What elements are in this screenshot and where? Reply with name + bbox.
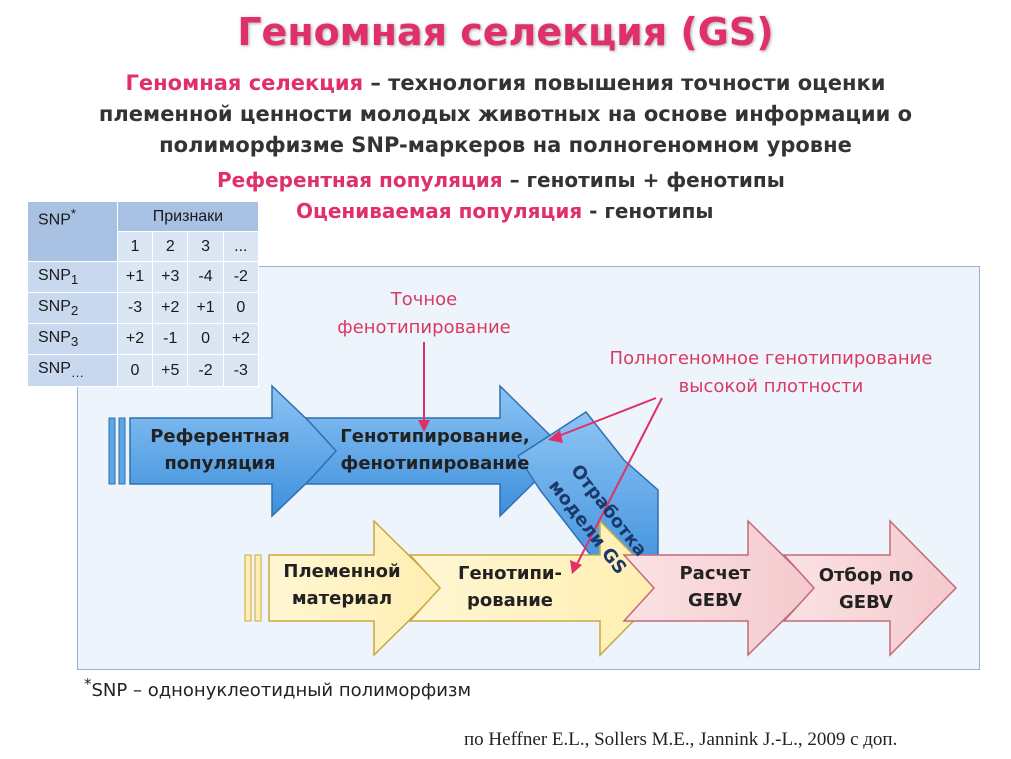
label-line: Генотипирование, [340, 426, 530, 447]
arrow-genotyping [408, 519, 668, 657]
snp-effects-table: SNP* Признаки 1 2 3 ... SNP1 +1 +3 -4 -2… [27, 201, 260, 387]
label-line: популяция [164, 453, 276, 474]
footnote-sup: * [84, 675, 92, 693]
arrow-gebv-calculation [622, 519, 818, 657]
source-citation: по Heffner E.L., Sollers M.E., Jannink J… [464, 729, 898, 750]
definition-term: Геномная селекция [125, 71, 364, 95]
table-row: SNP1 +1 +3 -4 -2 [27, 261, 260, 293]
arrow-gebv-selection [782, 519, 958, 657]
annotation-precise-phenotyping: Точное фенотипирование [314, 286, 534, 342]
table-cell: -2 [222, 261, 260, 293]
label-line: Расчет [679, 563, 751, 584]
blue-stripe [118, 417, 126, 485]
reference-population-line: Референтная популяция – генотипы + фенот… [217, 168, 785, 192]
yellow-stripe [254, 554, 262, 622]
label-line: материал [291, 588, 393, 609]
pointer-genotyping-upper [555, 397, 657, 438]
annotation-line: фенотипирование [337, 317, 511, 338]
blue-stripe [108, 417, 116, 485]
label-genotyping: Генотипи- рование [430, 560, 590, 614]
snp-label: SNP [38, 360, 71, 378]
label-line: GEBV [688, 590, 742, 611]
table-cell: 0 [222, 292, 260, 324]
table-row: SNP3 +2 -1 0 +2 [27, 323, 260, 355]
definition-line1: – технология повышения точности оценки [363, 71, 886, 95]
snp-header-text: SNP [38, 211, 71, 229]
snp-header-sup: * [70, 206, 77, 221]
label-line: GEBV [839, 592, 893, 613]
snp-label: SNP [38, 266, 71, 284]
snp-name: SNP3 [27, 323, 118, 355]
trait-number-row: 1 2 3 ... [28, 231, 260, 262]
arrow-breeding-material [268, 519, 444, 657]
snp-name: SNP… [27, 354, 118, 387]
snp-label: SNP [38, 328, 71, 346]
snp-sub: 3 [70, 334, 79, 350]
label-line: рование [466, 590, 554, 611]
table-row: SNP… 0 +5 -2 -3 [27, 354, 260, 387]
traits-header: Признаки [116, 201, 260, 232]
label-line: Генотипи- [457, 563, 563, 584]
annotation-line: Точное [390, 289, 458, 310]
reference-population-desc: – генотипы + фенотипы [502, 168, 785, 192]
label-line: фенотипирование [340, 453, 530, 474]
evaluated-population-desc: - генотипы [582, 199, 714, 223]
table-cell: 0 [116, 354, 154, 387]
pointer-genotyping-lower [575, 397, 663, 567]
reference-population-term: Референтная популяция [217, 168, 503, 192]
table-cell: -2 [187, 354, 224, 387]
annotation-line: Полногеномное генотипирование [609, 348, 933, 369]
table-cell: +2 [116, 323, 154, 355]
label-line: Референтная [150, 426, 290, 447]
table-cell: +2 [222, 323, 260, 355]
definition: Геномная селекция – технология повышения… [60, 68, 951, 161]
table-cell: +3 [152, 261, 189, 293]
label-reference-population: Референтная популяция [140, 423, 300, 477]
page-title: Геномная селекция (GS) [237, 10, 774, 54]
definition-line2: племенной ценности молодых животных на о… [98, 102, 913, 126]
footnote-text: SNP – однонуклеотидный полиморфизм [91, 680, 472, 701]
label-breeding-material: Племенной материал [272, 558, 412, 612]
trait-col: ... [222, 231, 260, 262]
label-gebv-selection: Отбор по GEBV [806, 562, 926, 616]
snp-sub: … [70, 365, 85, 381]
label-genotyping-phenotyping: Генотипирование, фенотипирование [330, 423, 540, 477]
evaluated-population-line: Оцениваемая популяция - генотипы [296, 199, 713, 223]
label-gebv-calculation: Расчет GEBV [660, 560, 770, 614]
table-cell: -3 [222, 354, 260, 387]
table-cell: -3 [116, 292, 154, 324]
snp-sub: 1 [70, 272, 79, 288]
table-cell: -1 [152, 323, 189, 355]
yellow-stripe [244, 554, 252, 622]
snp-column-header: SNP* [27, 201, 118, 262]
snp-name: SNP1 [27, 261, 118, 293]
label-line: Племенной [283, 561, 401, 582]
pointer-genotyping-upper-head [548, 430, 563, 443]
snp-label: SNP [38, 297, 71, 315]
snp-name: SNP2 [27, 292, 118, 324]
pointer-genotyping-lower-head [570, 560, 582, 574]
footnote: *SNP – однонуклеотидный полиморфизм [84, 675, 471, 701]
table-row: SNP2 -3 +2 +1 0 [27, 292, 260, 324]
annotation-high-density-genotyping: Полногеномное генотипирование высокой пл… [578, 345, 964, 401]
definition-line3: полиморфизме SNP-маркеров на полногеномн… [159, 133, 852, 157]
table-cell: +5 [152, 354, 189, 387]
label-line: Отбор по [818, 565, 914, 586]
pointer-phenotyping-head [418, 420, 430, 432]
evaluated-population-term: Оцениваемая популяция [296, 199, 583, 223]
arrow-genotyping-phenotyping [304, 384, 568, 518]
trait-col: 1 [116, 231, 154, 262]
annotation-line: высокой плотности [678, 376, 864, 397]
snp-sub: 2 [70, 303, 79, 319]
